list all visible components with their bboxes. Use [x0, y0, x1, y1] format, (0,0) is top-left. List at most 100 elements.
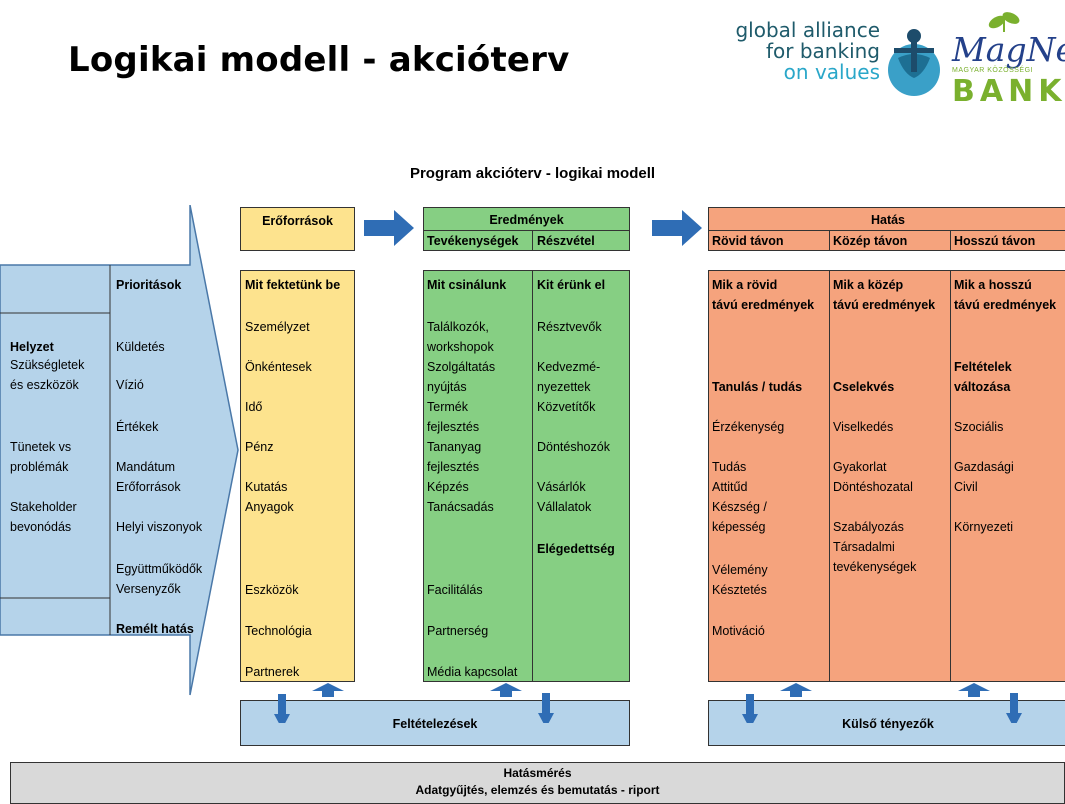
- activity-item: Tanácsadás: [427, 500, 494, 514]
- priority-item: Vízió: [116, 378, 144, 392]
- impact-measurement-subtitle: Adatgyűjtés, elemzés és bemutatás - ripo…: [415, 783, 660, 797]
- impact-measurement-title: Hatásmérés: [503, 766, 572, 780]
- assumptions-box: [240, 700, 630, 746]
- assumptions-arrows: [274, 683, 554, 723]
- mid-term-header: Közép távon: [833, 234, 908, 248]
- situation-item: Tünetek vs: [10, 440, 72, 454]
- learning-label: Tanulás / tudás: [712, 380, 803, 394]
- activity-item: Képzés: [427, 480, 469, 494]
- magnet-bank-text: BANK: [952, 74, 1065, 109]
- activities-subheader: Mit csinálunk: [427, 278, 507, 292]
- activity-item: fejlesztés: [427, 460, 480, 474]
- activity-item: nyújtás: [427, 380, 467, 394]
- right-arrow-icon: [364, 210, 414, 246]
- mid-term-item: Társadalmi: [833, 540, 895, 554]
- expected-impact-label: Remélt hatás: [116, 622, 194, 636]
- activity-item: Termék: [427, 400, 468, 414]
- external-factors-arrows: [742, 683, 1022, 723]
- short-term-subheader: Mik a rövid: [712, 278, 778, 292]
- long-term-item: Szociális: [954, 420, 1004, 434]
- resource-item: Eszközök: [245, 583, 299, 597]
- leaf-logo-icon: [988, 12, 1020, 32]
- participation-subheader: Kit érünk el: [537, 278, 606, 292]
- conditions-label: változása: [954, 380, 1011, 394]
- participation-item: Résztvevők: [537, 320, 602, 334]
- priority-item: Értékek: [116, 420, 159, 434]
- activity-item: Partnerség: [427, 624, 489, 638]
- situation-label: Helyzet: [10, 340, 54, 354]
- resources-subheader: Mit fektetünk be: [245, 278, 341, 292]
- short-term-item: Készség /: [712, 500, 767, 514]
- activity-item: Szolgáltatás: [427, 360, 496, 374]
- participation-header: Részvétel: [537, 234, 595, 248]
- priority-item: Erőforrások: [116, 480, 181, 494]
- resource-item: Kutatás: [245, 480, 288, 494]
- activities-header: Tevékenységek: [427, 234, 519, 248]
- long-term-subheader: távú eredmények: [954, 298, 1057, 312]
- short-term-item: képesség: [712, 520, 766, 534]
- long-term-item: Civil: [954, 480, 978, 494]
- outputs-header-box: [423, 207, 630, 251]
- gabv-logo-text: global alliance for banking on values: [735, 18, 880, 84]
- situation-item: és eszközök: [10, 378, 79, 392]
- priority-item: Versenyzők: [116, 582, 181, 596]
- mid-term-subheader: távú eredmények: [833, 298, 936, 312]
- globe-logo-icon: [888, 29, 940, 96]
- outputs-column: [423, 270, 630, 682]
- outputs-header: Eredmények: [489, 213, 564, 227]
- short-term-item: Vélemény: [712, 563, 768, 577]
- long-term-item: Környezeti: [954, 520, 1014, 534]
- priority-item: Helyi viszonyok: [116, 520, 203, 534]
- short-term-header: Rövid távon: [712, 234, 784, 248]
- situation-item: Stakeholder: [10, 500, 77, 514]
- mid-term-item: Gyakorlat: [833, 460, 887, 474]
- resource-item: Partnerek: [245, 665, 300, 679]
- situation-chevron: [0, 205, 239, 696]
- resource-item: Önkéntesek: [245, 360, 312, 374]
- mid-term-item: Viselkedés: [833, 420, 894, 434]
- participation-item: Döntéshozók: [537, 440, 610, 454]
- external-factors-label: Külső tényezők: [842, 717, 934, 731]
- resource-item: Személyzet: [245, 320, 310, 334]
- impact-column: [708, 270, 1065, 682]
- resource-item: Anyagok: [245, 500, 294, 514]
- impact-header-box: [708, 207, 1065, 251]
- impact-header: Hatás: [870, 213, 906, 227]
- short-term-item: Késztetés: [712, 583, 767, 597]
- right-arrow-icon: [652, 210, 702, 246]
- participation-item: Vásárlók: [537, 480, 586, 494]
- magnet-logo-subtitle: MAGYAR KÖZÖSSÉGI: [952, 67, 1033, 74]
- priority-item: Mandátum: [116, 460, 176, 474]
- activity-item: Találkozók,: [427, 320, 489, 334]
- resource-item: Technológia: [245, 624, 312, 638]
- resources-header: Erőforrások: [240, 207, 355, 251]
- short-term-subheader: távú eredmények: [712, 298, 815, 312]
- resource-item: Idő: [245, 400, 263, 414]
- mid-term-subheader: Mik a közép: [833, 278, 904, 292]
- external-factors-box: [708, 700, 1065, 746]
- participation-item: Közvetítők: [537, 400, 596, 414]
- activity-item: Tananyag: [427, 440, 482, 454]
- diagram-title: Program akcióterv - logikai modell: [409, 165, 656, 182]
- situation-item: Szükségletek: [10, 358, 85, 372]
- priority-item: Együttműködők: [116, 562, 203, 576]
- activity-item: Média kapcsolat: [427, 665, 518, 679]
- activity-item: workshopok: [427, 340, 494, 354]
- priority-item: Küldetés: [116, 340, 165, 354]
- long-term-subheader: Mik a hosszú: [954, 278, 1032, 292]
- assumptions-label: Feltételezések: [392, 717, 478, 731]
- action-label: Cselekvés: [833, 380, 895, 394]
- mid-term-item: Döntéshozatal: [833, 480, 913, 494]
- priorities-label: Prioritások: [116, 278, 182, 292]
- mid-term-item: tevékenységek: [833, 560, 917, 574]
- participation-item: Vállalatok: [537, 500, 592, 514]
- participation-item: nyezettek: [537, 380, 591, 394]
- magnet-logo-text: MagNet: [952, 30, 1065, 69]
- conditions-label: Feltételek: [954, 360, 1012, 374]
- participation-item: Kedvezmé-: [537, 360, 601, 374]
- activity-item: Facilitálás: [427, 583, 483, 597]
- mid-term-item: Szabályozás: [833, 520, 904, 534]
- short-term-item: Attitűd: [712, 480, 748, 494]
- activity-item: fejlesztés: [427, 420, 480, 434]
- page-title: Logikai modell - akcióterv: [68, 40, 570, 80]
